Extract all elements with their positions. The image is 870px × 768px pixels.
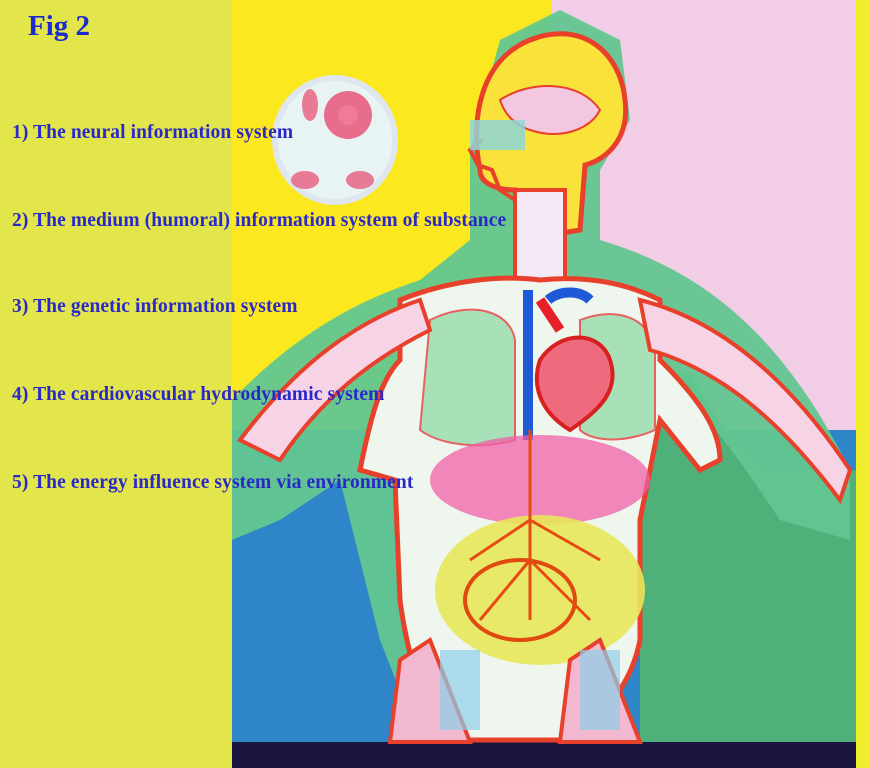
cell-organelle [346,171,374,189]
nasal-cavity [470,120,525,150]
caption-neural-system: 1) The neural information system [12,122,293,144]
caption-energy-system: 5) The energy influence system via envir… [12,472,413,494]
figure-label: Fig 2 [28,10,90,43]
cell-organelle [291,171,319,189]
caption-humoral-system: 2) The medium (humoral) information syst… [12,210,506,232]
right-hip-bone [580,650,620,730]
cell-nucleolus [338,105,358,125]
caption-cardiovascular-system: 4) The cardiovascular hydrodynamic syste… [12,384,384,406]
caption-genetic-system: 3) The genetic information system [12,296,298,318]
left-hip-bone [440,650,480,730]
ground-strip [232,742,856,768]
right-edge-strip [856,0,870,768]
cell-organelle [302,89,318,121]
neck [515,190,565,280]
left-lung [420,310,515,446]
liver-stomach [430,435,650,525]
